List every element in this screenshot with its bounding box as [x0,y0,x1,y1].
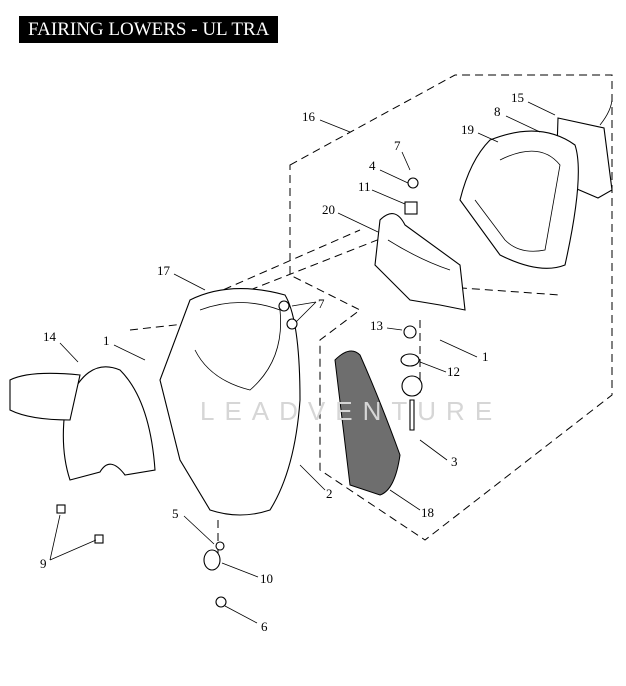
callout-7: 7 [394,138,401,153]
callout-17: 17 [157,263,171,278]
callout-8: 8 [494,104,501,119]
callout-11: 11 [358,179,371,194]
callout-1: 1 [482,349,489,364]
part-17-fairing-lower [159,288,301,516]
callout-6: 6 [261,619,268,634]
watermark: LEADVENTURE [200,396,502,426]
callout-9: 9 [40,556,47,571]
callout-1: 1 [103,333,110,348]
callout-3: 3 [451,454,458,469]
part-fastener-wheel [401,375,423,397]
callout-2: 2 [326,486,333,501]
callout-20: 20 [322,202,335,217]
callout-4: 4 [369,158,376,173]
callout-19: 19 [461,122,474,137]
part-3-screw [409,399,415,431]
part-19-housing [459,130,579,269]
callout-10: 10 [260,571,273,586]
part-6-nut [215,596,227,608]
part-13-grommet [403,325,417,339]
part-14-glove-box-cap [62,366,156,481]
callout-5: 5 [172,506,179,521]
part-12-nut [400,353,420,367]
callout-12: 12 [447,364,460,379]
callout-13: 13 [370,318,383,333]
part-11-spacer [404,201,418,215]
callout-15: 15 [511,90,524,105]
callout-16: 16 [302,109,316,124]
callout-7: 7 [318,296,325,311]
callout-18: 18 [421,505,434,520]
part-18-lower-panel [334,350,401,496]
callout-14: 14 [43,329,57,344]
diagram-title: FAIRING LOWERS - UL TRA [19,16,279,43]
assembly-group-outline [289,74,613,541]
part-5-washer [215,541,225,551]
part-10-clamp [203,549,221,571]
part-20-mount-bracket [374,213,466,311]
part-4-washer [407,177,419,189]
